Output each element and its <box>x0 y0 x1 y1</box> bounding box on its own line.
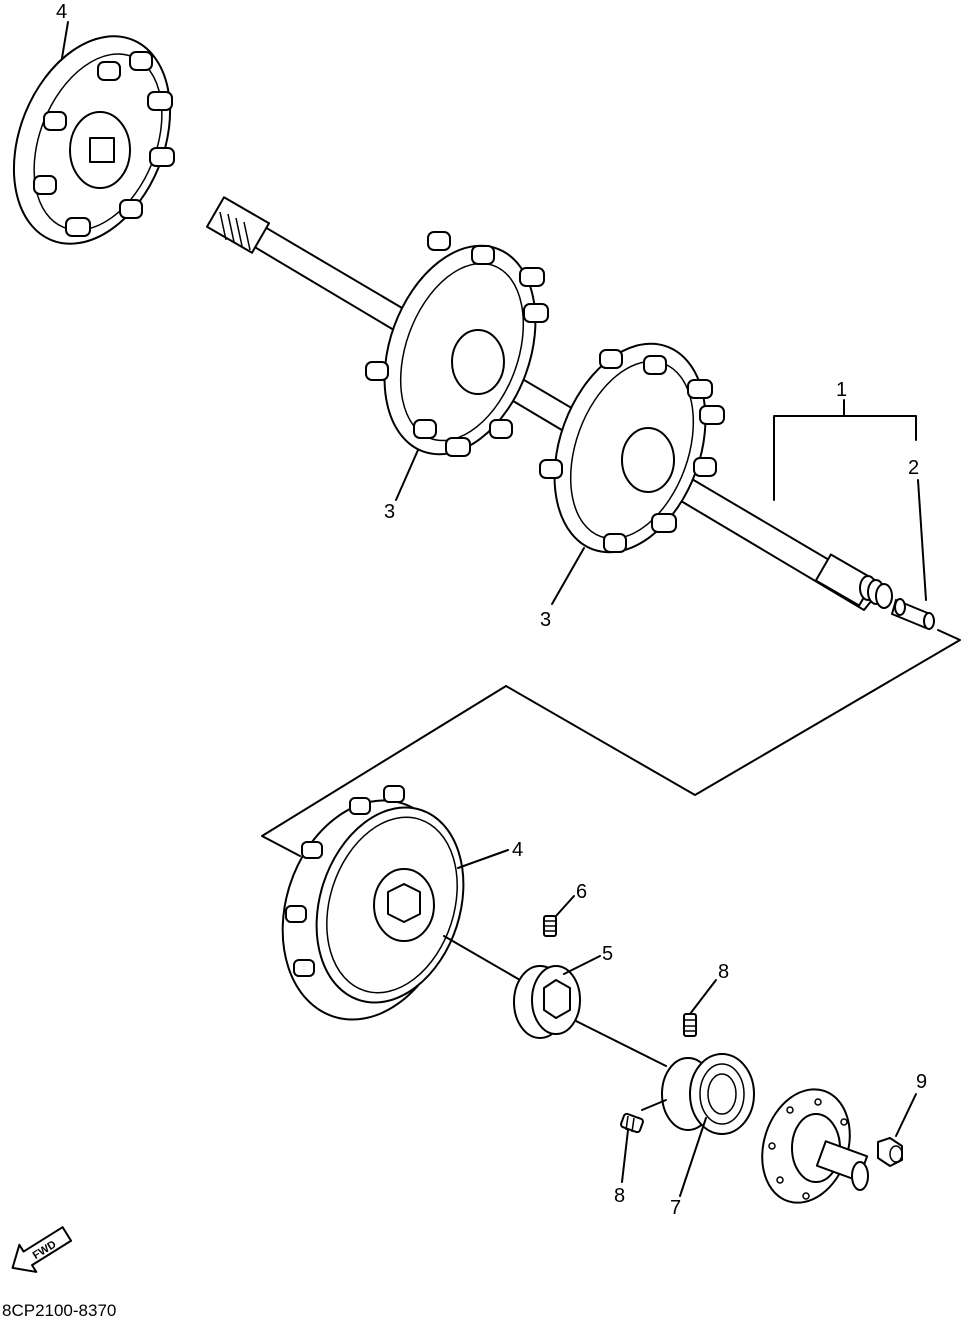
callout-2: 2 <box>908 457 919 479</box>
nut <box>877 1137 903 1167</box>
shaft-end-fitting <box>891 598 935 630</box>
collar <box>513 965 581 1039</box>
callout-4-lower: 4 <box>512 839 523 861</box>
callout-3-upper: 3 <box>384 501 395 523</box>
callout-7: 7 <box>670 1197 681 1219</box>
assembly-leader-line <box>261 629 961 857</box>
fwd-arrow-icon: FWD <box>11 1226 73 1273</box>
callout-3-lower: 3 <box>540 609 551 631</box>
set-screw-lower <box>620 1112 644 1134</box>
sprocket-top-left <box>12 35 175 245</box>
callout-5: 5 <box>602 943 613 965</box>
sprocket-on-shaft-lower <box>539 342 725 554</box>
callout-8-lower: 8 <box>614 1185 625 1207</box>
leader-lines <box>61 21 927 1197</box>
callout-6: 6 <box>576 881 587 903</box>
sprocket-lower <box>281 785 465 1021</box>
callout-4-top: 4 <box>56 1 67 23</box>
callout-8-upper: 8 <box>718 961 729 983</box>
drive-shaft <box>205 196 893 611</box>
bearing <box>661 1053 755 1135</box>
assembly-axis-line <box>443 935 521 981</box>
callout-9: 9 <box>916 1071 927 1093</box>
hub-flange <box>761 1088 869 1204</box>
set-screw <box>543 915 557 937</box>
callout-1: 1 <box>836 379 847 401</box>
sprocket-on-shaft-upper <box>365 231 549 457</box>
diagram-code: 8CP2100-8370 <box>2 1301 116 1320</box>
set-screw-upper <box>683 1013 697 1037</box>
shaft-thread <box>859 575 893 609</box>
